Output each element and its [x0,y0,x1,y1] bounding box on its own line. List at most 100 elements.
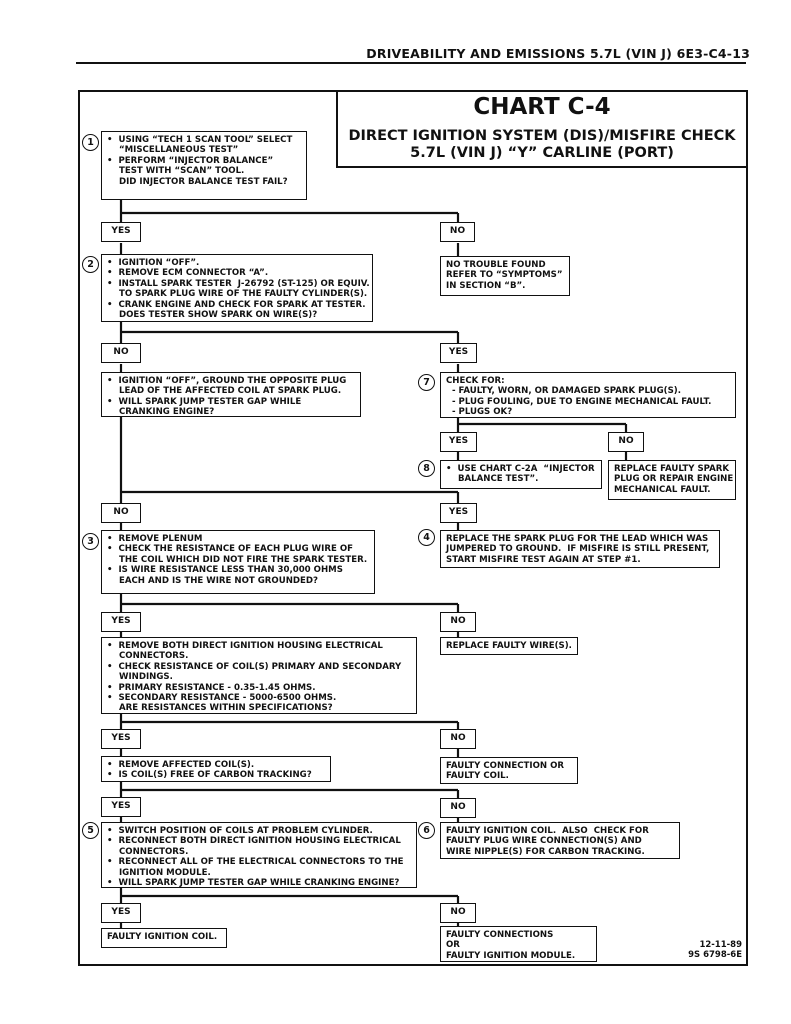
step3-box: • REMOVE PLENUM• CHECK THE RESISTANCE OF… [101,530,375,594]
box-text-line: • REMOVE ECM CONNECTOR “A”. [107,268,269,279]
coil-res-no-label: NO [440,729,476,749]
box-text-line: • REMOVE PLENUM [107,534,203,544]
box-text-line: ARE RESISTANCES WITHIN SPECIFICATIONS? [107,703,333,714]
box-text-line: CHECK FOR: [446,376,505,386]
box-text-line: • PERFORM “INJECTOR BALANCE” [107,155,274,166]
box-text-line: REPLACE FAULTY SPARK [614,464,730,474]
box-text-line: CRANKING ENGINE? [107,407,215,418]
box-text-line: • REMOVE BOTH DIRECT IGNITION HOUSING EL… [107,641,383,651]
step5-no-label: NO [440,903,476,923]
box-text-line: WIRE NIPPLE(S) FOR CARBON TRACKING. [446,846,645,857]
step8-box: • USE CHART C-2A “INJECTOR BALANCE TEST”… [440,460,602,489]
box-text-line: FAULTY IGNITION COIL. [107,932,218,942]
box-text-line: “MISCELLANEOUS TEST” [107,145,239,156]
box-text-line: • USING “TECH 1 SCAN TOOL” SELECT [107,135,293,145]
step-number-5: 5 [82,822,99,839]
box-text-line: LEAD OF THE AFFECTED COIL AT SPARK PLUG. [107,386,342,397]
faulty-ignition-coil-box: FAULTY IGNITION COIL. [101,928,227,948]
step-number-4: 4 [418,529,435,546]
box-text-line: - PLUGS OK? [446,407,513,418]
box-text-line: THE COIL WHICH DID NOT FIRE THE SPARK TE… [107,554,368,565]
coil-resistance-box: • REMOVE BOTH DIRECT IGNITION HOUSING EL… [101,637,417,714]
box-text-line: PLUG OR REPAIR ENGINE [614,474,734,485]
step1-box: • USING “TECH 1 SCAN TOOL” SELECT “MISCE… [101,131,307,200]
step2-box: • IGNITION “OFF”.• REMOVE ECM CONNECTOR … [101,254,373,322]
footer-codes: 12-11-89 9S 6798-6E [660,940,742,960]
chart-title: CHART C-4 [473,94,611,120]
remove-coil-no-label: NO [440,798,476,818]
replace-faulty-wire-box: REPLACE FAULTY WIRE(S). [440,637,578,655]
box-text-line: WINDINGS. [107,672,173,683]
box-text-line: START MISFIRE TEST AGAIN AT STEP #1. [446,554,641,565]
chart-subtitle: DIRECT IGNITION SYSTEM (DIS)/MISFIRE CHE… [336,128,748,162]
step-number-1: 1 [82,134,99,151]
title-box [336,90,748,168]
coil-res-yes-label: YES [101,729,141,749]
box-text-line: • SWITCH POSITION OF COILS AT PROBLEM CY… [107,826,373,836]
box-text-line: DOES TESTER SHOW SPARK ON WIRE(S)? [107,310,318,321]
box-text-line: • WILL SPARK JUMP TESTER GAP WHILE [107,396,302,407]
step7-no-label: NO [608,432,644,452]
step-number-2: 2 [82,256,99,273]
step5-yes-label: YES [101,903,141,923]
step3-no-label: NO [440,612,476,632]
box-text-line: FAULTY IGNITION MODULE. [446,950,576,961]
ground-plug-lead-box: • IGNITION “OFF”, GROUND THE OPPOSITE PL… [101,372,361,417]
step-number-6: 6 [418,822,435,839]
ground-no-label: NO [101,503,141,523]
box-text-line: - PLUG FOULING, DUE TO ENGINE MECHANICAL… [446,396,712,407]
step4-box: REPLACE THE SPARK PLUG FOR THE LEAD WHIC… [440,530,720,568]
box-text-line: IGNITION MODULE. [107,867,211,878]
step2-no-label: NO [101,343,141,363]
ground-yes-label: YES [440,503,477,523]
box-text-line: • IS WIRE RESISTANCE LESS THAN 30,000 OH… [107,565,343,576]
step7-yes-label: YES [440,432,477,452]
step-number-3: 3 [82,533,99,550]
box-text-line: • RECONNECT BOTH DIRECT IGNITION HOUSING… [107,836,401,847]
box-text-line: EACH AND IS THE WIRE NOT GROUNDED? [107,575,319,586]
page-header: DRIVEABILITY AND EMISSIONS 5.7L (VIN J) … [366,46,750,61]
remove-coil-yes-label: YES [101,797,141,817]
step-number-7: 7 [418,374,435,391]
box-text-line: REPLACE FAULTY WIRE(S). [446,641,572,651]
box-text-line: CONNECTORS. [107,651,189,662]
box-text-line: TEST WITH “SCAN” TOOL. [107,166,245,177]
box-text-line: • IGNITION “OFF”. [107,258,200,268]
chart-subtitle-line2: 5.7L (VIN J) “Y” CARLINE (PORT) [410,145,674,161]
step1-yes-label: YES [101,222,141,242]
box-text-line: • CHECK RESISTANCE OF COIL(S) PRIMARY AN… [107,661,402,672]
box-text-line: • CHECK THE RESISTANCE OF EACH PLUG WIRE… [107,544,353,555]
box-text-line: • PRIMARY RESISTANCE - 0.35-1.45 OHMS. [107,682,316,693]
chart-subtitle-line1: DIRECT IGNITION SYSTEM (DIS)/MISFIRE CHE… [348,128,736,144]
box-text-line: • CRANK ENGINE AND CHECK FOR SPARK AT TE… [107,299,366,310]
step5-box: • SWITCH POSITION OF COILS AT PROBLEM CY… [101,822,417,888]
box-text-line: • RECONNECT ALL OF THE ELECTRICAL CONNEC… [107,857,404,868]
box-text-line: • INSTALL SPARK TESTER J-26792 (ST-125) … [107,278,370,289]
footer-part-code: 9S 6798-6E [688,950,742,960]
box-text-line: • USE CHART C-2A “INJECTOR [446,464,595,474]
step1-no-label: NO [440,222,475,242]
box-text-line: REPLACE THE SPARK PLUG FOR THE LEAD WHIC… [446,534,709,544]
box-text-line: IN SECTION “B”. [446,280,526,291]
box-text-line: REFER TO “SYMPTOMS” [446,270,563,281]
box-text-line: JUMPERED TO GROUND. IF MISFIRE IS STILL … [446,544,710,555]
step2-yes-label: YES [440,343,477,363]
step-number-8: 8 [418,460,435,477]
box-text-line: DID INJECTOR BALANCE TEST FAIL? [107,176,288,187]
box-text-line: • REMOVE AFFECTED COIL(S). [107,760,255,770]
box-text-line: TO SPARK PLUG WIRE OF THE FAULTY CYLINDE… [107,289,368,300]
footer-date: 12-11-89 [699,940,742,950]
step3-yes-label: YES [101,612,141,632]
box-text-line: CONNECTORS. [107,846,189,857]
step7-box: CHECK FOR: - FAULTY, WORN, OR DAMAGED SP… [440,372,736,418]
header-rule [76,62,746,64]
box-text-line: FAULTY IGNITION COIL. ALSO CHECK FOR [446,826,649,836]
box-text-line: - FAULTY, WORN, OR DAMAGED SPARK PLUG(S)… [446,386,681,397]
box-text-line: FAULTY CONNECTION OR [446,761,565,771]
box-text-line: • WILL SPARK JUMP TESTER GAP WHILE CRANK… [107,878,400,889]
